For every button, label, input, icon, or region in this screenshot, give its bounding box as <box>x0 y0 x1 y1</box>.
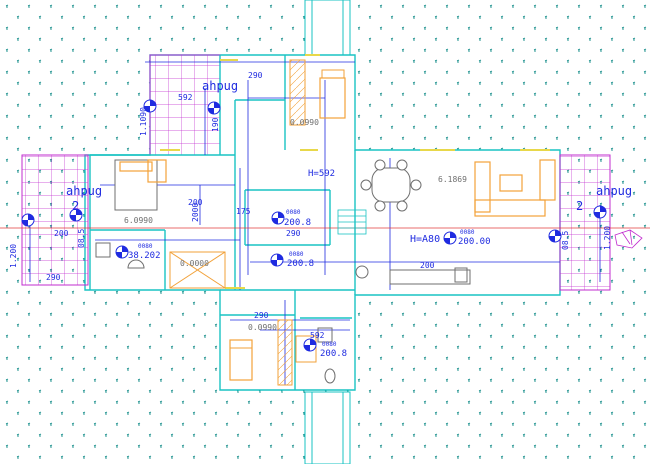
tag-right: ahpug <box>596 184 632 198</box>
room-kitchen-code: 0.0990 <box>290 118 319 127</box>
sofa-set <box>474 159 556 217</box>
height-living: H=A80 <box>410 234 440 245</box>
dim-mid-c: 290 <box>286 229 301 238</box>
kitchen-counter <box>355 265 471 285</box>
dim-left-b: 290 <box>46 273 61 282</box>
level-hall-small: 0080 <box>289 251 304 258</box>
dim-right-a: 200 <box>420 261 435 270</box>
dining-table <box>360 159 422 212</box>
side-left-top: 1.1090 <box>139 107 148 136</box>
room-living-code: 6.1869 <box>438 175 467 184</box>
side-right-low: 1.200 <box>603 226 612 250</box>
room-bed3: 0.0990 <box>248 323 277 332</box>
garden-ornament <box>614 229 643 249</box>
room-bed2: 0.0000 <box>180 259 209 268</box>
level-hall: 200.8 <box>287 259 314 269</box>
vert-left-room: 190 <box>211 117 220 132</box>
bed-top <box>289 59 346 126</box>
tag-top-left: ahpug <box>202 79 238 93</box>
level-bath-small: 0080 <box>322 341 337 348</box>
dim-top-a: 290 <box>248 71 263 80</box>
tag-2-right: 2 <box>576 199 583 213</box>
level-markers <box>21 99 607 352</box>
level-bath: 200.8 <box>320 349 347 359</box>
dim-bottom-a: 290 <box>254 311 269 320</box>
height-kitchen: H=592 <box>308 169 335 179</box>
interior-walls <box>89 55 356 390</box>
terrace-right <box>559 154 611 291</box>
side-left-low: 1.200 <box>9 244 18 268</box>
doors <box>160 54 550 289</box>
stairs <box>337 209 367 235</box>
dim-left-a: 200 <box>54 229 69 238</box>
tag-2-left: 2 <box>72 199 79 213</box>
level-left: 38.202 <box>128 251 161 261</box>
dim-mid-a: 200 <box>188 198 203 207</box>
bed-left <box>114 159 167 211</box>
entry-path <box>304 0 351 464</box>
tag-left: ahpug <box>66 184 102 198</box>
dim-bottom-b: 592 <box>310 331 325 340</box>
level-living: 200.00 <box>458 237 491 247</box>
dimension-lines <box>29 61 601 385</box>
side-right-top: 08.5 <box>561 231 570 250</box>
dim-top-b: 592 <box>178 93 193 102</box>
level-living-small: 0080 <box>460 229 475 236</box>
level-left-small: 0080 <box>138 243 153 250</box>
room-bed1: 6.0990 <box>124 216 153 225</box>
bed-bottom <box>229 319 293 386</box>
side-left-mid: 08.5 <box>77 229 86 248</box>
level-center-small: 0080 <box>286 209 301 216</box>
dim-mid-b: 175 <box>236 207 251 216</box>
bath-fixtures <box>95 242 336 384</box>
vert-center: 2000 <box>191 203 200 222</box>
level-center: 200.8 <box>284 218 311 228</box>
